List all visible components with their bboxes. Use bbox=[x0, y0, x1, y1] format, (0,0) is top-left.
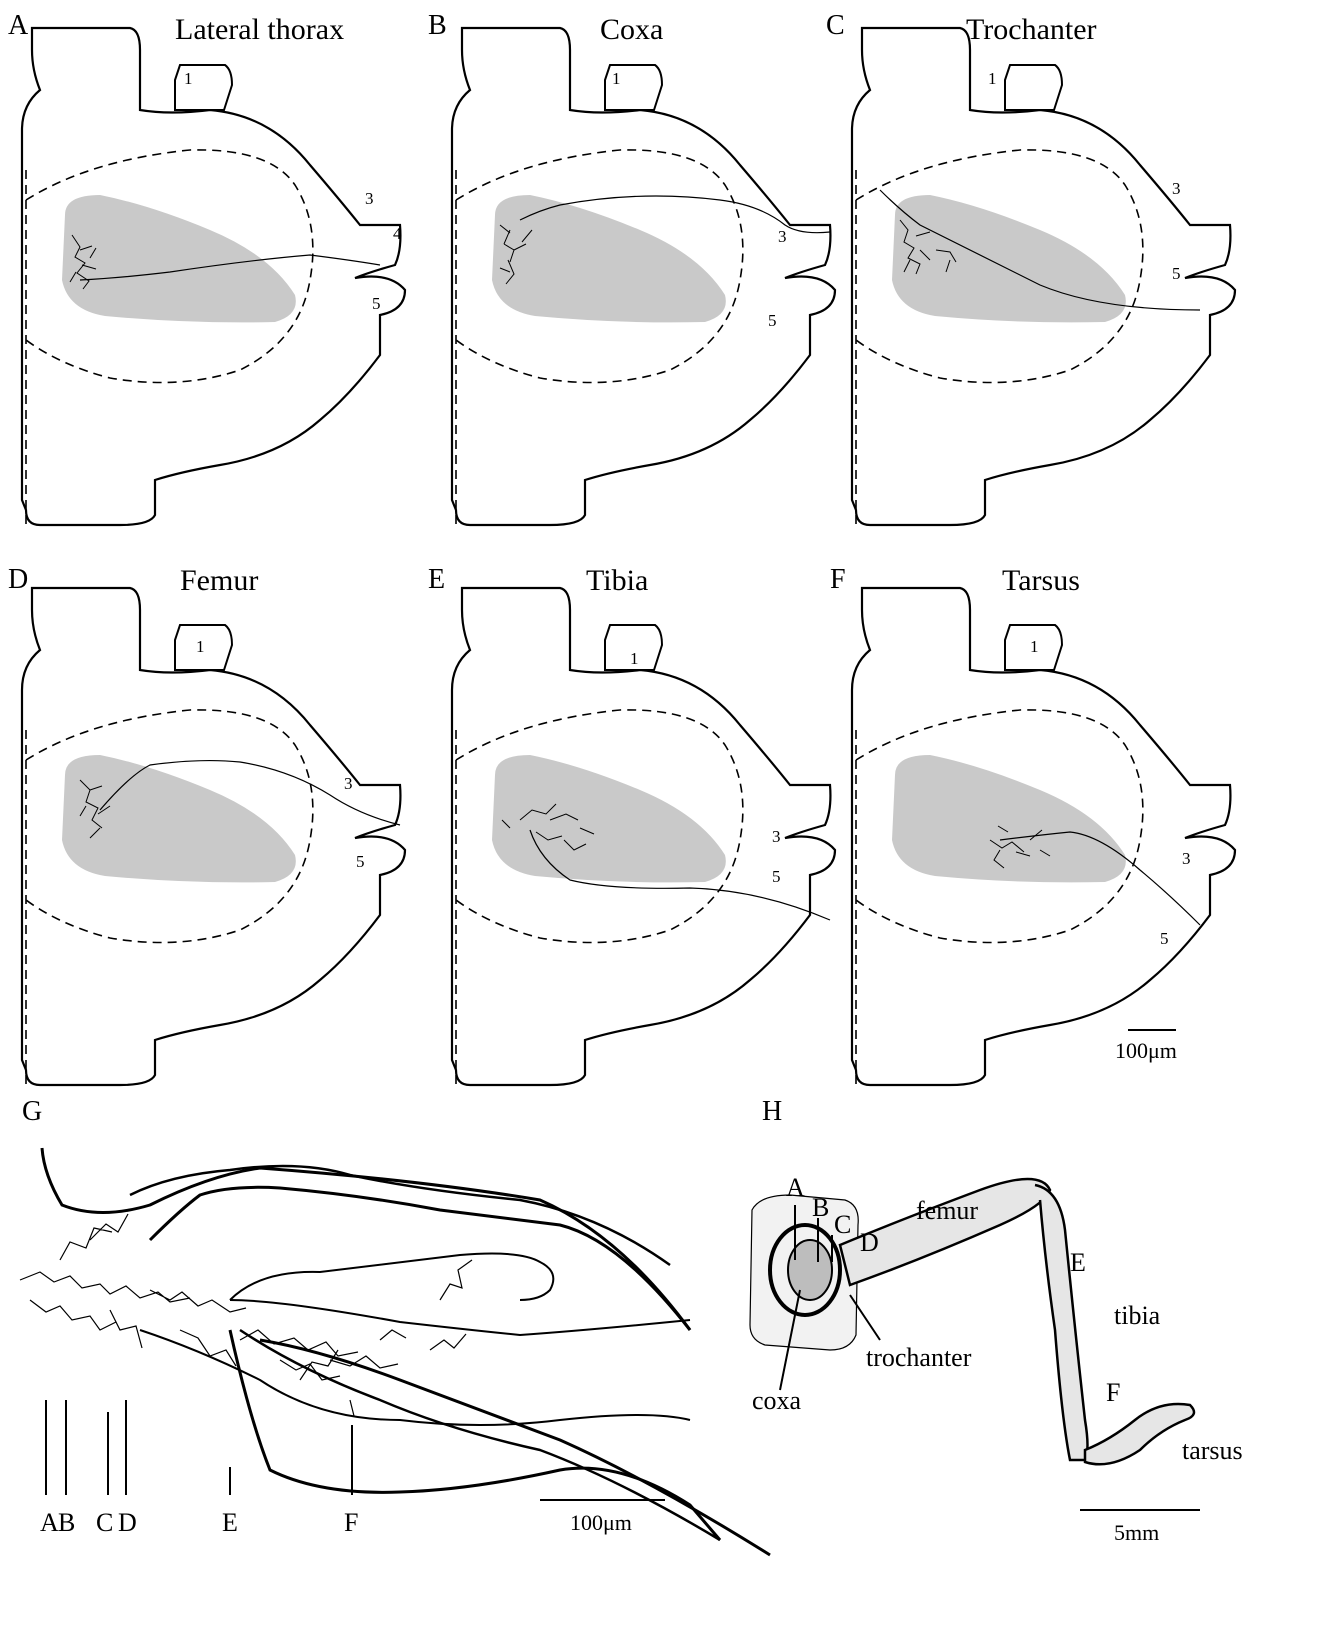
panel-a-nerve-3: 3 bbox=[365, 190, 374, 207]
panel-h-marker-f: F bbox=[1106, 1380, 1120, 1406]
panel-e-nerve-5: 5 bbox=[772, 868, 781, 885]
panel-f bbox=[852, 588, 1235, 1090]
panel-b-nerve-3: 3 bbox=[778, 228, 787, 245]
panel-g-marker-e: E bbox=[222, 1510, 238, 1536]
panel-d-nerve-3: 3 bbox=[344, 775, 353, 792]
panel-a-nerve-4: 4 bbox=[393, 225, 402, 242]
panel-e-nerve-1: 1 bbox=[630, 650, 639, 667]
panel-f-title: Tarsus bbox=[1002, 566, 1080, 596]
panel-h-marker-a: A bbox=[786, 1175, 805, 1201]
panel-h-marker-c: C bbox=[834, 1212, 851, 1238]
panel-g-marker-c: C bbox=[96, 1510, 113, 1536]
panel-g-marker-a: A bbox=[40, 1510, 59, 1536]
panel-c-nerve-1: 1 bbox=[988, 70, 997, 87]
segment-tarsus-label: tarsus bbox=[1182, 1438, 1243, 1464]
panel-b bbox=[452, 28, 835, 530]
panel-b-nerve-1: 1 bbox=[612, 70, 621, 87]
panel-a-title: Lateral thorax bbox=[175, 15, 344, 45]
panel-b-title: Coxa bbox=[600, 15, 663, 45]
panel-d-nerve-5: 5 bbox=[356, 853, 365, 870]
panel-a-letter: A bbox=[8, 12, 28, 40]
panel-b-letter: B bbox=[428, 12, 447, 40]
panel-h bbox=[750, 1179, 1200, 1510]
panel-h-letter: H bbox=[762, 1098, 782, 1126]
panel-a-nerve-5: 5 bbox=[372, 295, 381, 312]
panel-g-letter: G bbox=[22, 1098, 42, 1126]
panel-h-marker-b: B bbox=[812, 1195, 829, 1221]
panel-c-letter: C bbox=[826, 12, 845, 40]
panel-g bbox=[20, 1148, 770, 1555]
panel-g-marker-d: D bbox=[118, 1510, 137, 1536]
panel-g-marker-b: B bbox=[58, 1510, 75, 1536]
segment-femur-label: femur bbox=[916, 1198, 978, 1224]
panel-e-title: Tibia bbox=[586, 566, 648, 596]
panel-c-title: Trochanter bbox=[966, 15, 1097, 45]
panel-e-letter: E bbox=[428, 566, 445, 594]
panel-f-nerve-5: 5 bbox=[1160, 930, 1169, 947]
scalebar-ganglion-label: 100μm bbox=[1115, 1040, 1177, 1062]
panel-g-marker-f: F bbox=[344, 1510, 358, 1536]
scalebar-leg-label: 5mm bbox=[1114, 1522, 1159, 1544]
panel-f-letter: F bbox=[830, 566, 846, 594]
panel-h-marker-e: E bbox=[1070, 1250, 1086, 1276]
scalebar-overlay-label: 100μm bbox=[570, 1512, 632, 1534]
panel-e-nerve-3: 3 bbox=[772, 828, 781, 845]
segment-coxa-label: coxa bbox=[752, 1388, 801, 1414]
panel-b-nerve-5: 5 bbox=[768, 312, 777, 329]
panel-d-letter: D bbox=[8, 566, 28, 594]
panel-c-nerve-5: 5 bbox=[1172, 265, 1181, 282]
panel-a-nerve-1: 1 bbox=[184, 70, 193, 87]
panel-d-title: Femur bbox=[180, 566, 258, 596]
panel-f-nerve-3: 3 bbox=[1182, 850, 1191, 867]
segment-tibia-label: tibia bbox=[1114, 1303, 1160, 1329]
panel-a bbox=[22, 28, 405, 530]
panel-f-nerve-1: 1 bbox=[1030, 638, 1039, 655]
segment-trochanter-label: trochanter bbox=[866, 1345, 971, 1371]
panel-h-marker-d: D bbox=[860, 1230, 879, 1256]
panel-d bbox=[22, 588, 405, 1090]
panel-c-nerve-3: 3 bbox=[1172, 180, 1181, 197]
panel-d-nerve-1: 1 bbox=[196, 638, 205, 655]
